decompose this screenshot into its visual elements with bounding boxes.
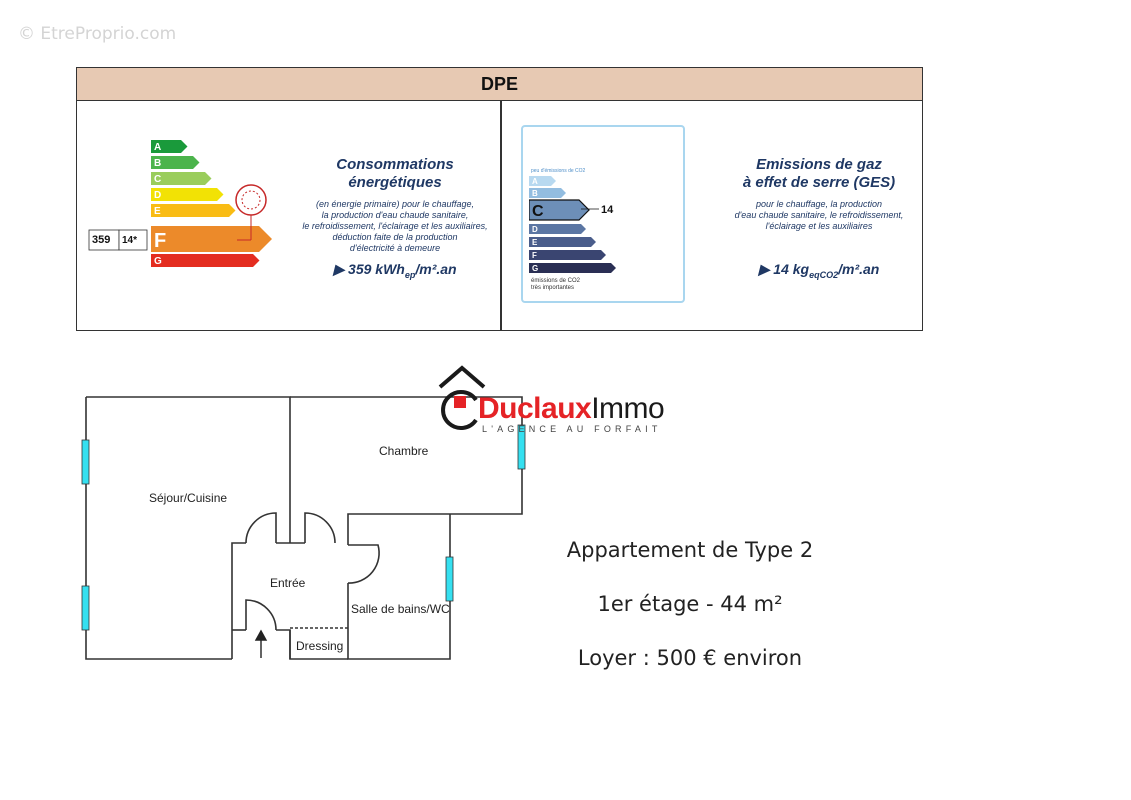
- ges-bottom-label-1: émissions de CO2: [531, 278, 581, 284]
- window-icon: [81, 439, 90, 485]
- room-label-sdb: Salle de bains/WC: [351, 602, 450, 616]
- entrance-arrow-icon: [254, 629, 268, 658]
- ges-top-label: peu d'émissions de CO2: [531, 168, 586, 174]
- energy-value: ▶ 359 kWhep/m².an: [333, 261, 457, 280]
- energy-grade-label: C: [154, 174, 161, 185]
- room-label-entree: Entrée: [270, 576, 306, 590]
- energy-grade-label: B: [154, 158, 161, 169]
- energy-bar-c: [151, 172, 212, 185]
- logo-house-icon: [438, 365, 486, 430]
- ges-grade-label: G: [532, 264, 538, 273]
- ges-bar-d: [529, 224, 586, 234]
- ges-grade-label: C: [532, 203, 544, 220]
- room-label-chambre: Chambre: [379, 444, 429, 458]
- ges-value: ▶ 14 kgeqCO2/m².an: [758, 261, 880, 280]
- property-rent: Loyer : 500 € environ: [577, 646, 803, 670]
- dpe-header: DPE: [77, 68, 922, 101]
- energy-grade-label: A: [154, 142, 161, 153]
- ges-grade-label: A: [532, 177, 538, 186]
- dpe-divider: [500, 100, 502, 330]
- window-icon: [517, 424, 526, 470]
- energy-grade-label: F: [154, 230, 166, 252]
- energy-description: (en énergie primaire) pour le chauffage,…: [302, 199, 488, 253]
- ges-grade-label: D: [532, 225, 538, 234]
- energy-title: Consommations énergétiques: [336, 156, 454, 191]
- ges-bar-c: [529, 199, 590, 221]
- ges-bar-b: [529, 188, 566, 198]
- energy-bar-a: [151, 140, 188, 153]
- logo-brand: DuclauxImmo: [478, 392, 665, 425]
- energy-grade-label: E: [154, 206, 161, 217]
- ges-bar-a: [529, 176, 556, 186]
- room-label-sejour: Séjour/Cuisine: [149, 491, 228, 505]
- energy-grade-label: G: [154, 256, 162, 267]
- ges-title: Emissions de gaz à effet de serre (GES): [742, 156, 896, 191]
- window-icon: [445, 556, 454, 602]
- ges-grade-label: B: [532, 189, 538, 198]
- energy-bar-e: [151, 204, 236, 217]
- energy-bar-d: [151, 188, 224, 201]
- logo-tagline: L'AGENCE AU FORFAIT: [482, 424, 662, 434]
- energy-secondary-value: 14*: [122, 235, 137, 246]
- watermark: © EtreProprio.com: [18, 24, 177, 44]
- energy-bar-g: [151, 254, 260, 267]
- ges-bar-g: [529, 263, 616, 273]
- room-label-dressing: Dressing: [296, 639, 344, 653]
- ges-bottom-label-2: très importantes: [531, 285, 574, 291]
- ges-label-frame: [521, 125, 685, 303]
- energy-bar-b: [151, 156, 200, 169]
- window-icon: [81, 585, 90, 631]
- ges-description: pour le chauffage, la production d'eau c…: [734, 199, 904, 231]
- ges-grade-label: F: [532, 251, 537, 260]
- ges-rating-value: 14: [601, 204, 614, 216]
- energy-primary-value: 359: [92, 234, 110, 246]
- ges-bar-e: [529, 237, 596, 247]
- logo-door-icon: [454, 396, 466, 408]
- energy-grade-label: D: [154, 190, 161, 201]
- window-icons: [81, 424, 526, 631]
- ges-bar-f: [529, 250, 606, 260]
- property-floor-area: 1er étage - 44 m²: [597, 592, 783, 616]
- ges-grade-label: E: [532, 238, 538, 247]
- energy-bar-f: [151, 226, 272, 252]
- property-type: Appartement de Type 2: [566, 538, 814, 562]
